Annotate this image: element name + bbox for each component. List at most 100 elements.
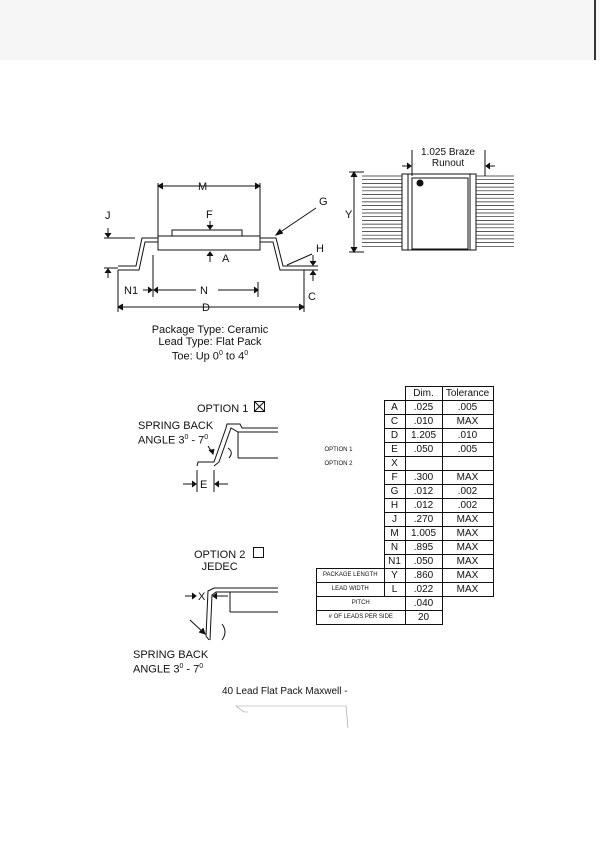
row-tolerance: MAX (441, 414, 494, 429)
row-tolerance: MAX (441, 526, 494, 541)
braze-runout-label-2: Runout (432, 158, 464, 169)
row-tolerance (441, 456, 494, 471)
label-x: X (198, 591, 206, 603)
row-side-label: PACKAGE LENGTH (316, 568, 385, 583)
row-dim-value: .012 (404, 498, 443, 513)
row-tolerance: .002 (441, 484, 494, 499)
row-dim-value: .010 (404, 414, 443, 429)
row-letter: D (383, 428, 406, 443)
package-caption: Package Type: Ceramic Lead Type: Flat Pa… (140, 324, 280, 363)
row-side-label (317, 541, 385, 555)
label-j: J (105, 210, 111, 222)
option2-drawing: X (185, 587, 278, 641)
row-letter: X (383, 456, 406, 471)
row-tolerance: MAX (441, 582, 494, 597)
row-tolerance: MAX (441, 470, 494, 485)
lead-type: Lead Type: Flat Pack (158, 336, 262, 348)
row-letter: L (383, 582, 406, 597)
row-letter: M (383, 526, 406, 541)
row-dim-value (404, 456, 443, 471)
row-tolerance: MAX (441, 512, 494, 527)
label-e: E (200, 479, 207, 491)
row-letter: J (383, 512, 406, 527)
row-side-label (317, 499, 385, 513)
table-header-row: Dim. Tolerance (317, 386, 494, 401)
row-letter: N (383, 540, 406, 555)
label-n: N (200, 285, 208, 297)
row-side-label: LEAD WIDTH (316, 582, 385, 597)
table-row: OPTION 2 X (317, 456, 494, 471)
row-dim-value: 1.005 (404, 526, 443, 541)
scan-top-band (0, 0, 600, 60)
row-side-label (317, 513, 385, 527)
row-dim-value: .050 (404, 554, 443, 569)
row-tolerance: .002 (441, 498, 494, 513)
row-dim-value: .270 (404, 512, 443, 527)
row-side-label (317, 555, 385, 569)
footer-title: 40 Lead Flat Pack Maxwell - (222, 686, 348, 697)
table-row: G.012.002 (317, 484, 494, 499)
table-row: OPTION 1 E.050.005 (317, 442, 494, 457)
table-row: A.025.005 (317, 400, 494, 415)
row-side-label: OPTION 1 (324, 446, 353, 453)
checked-mark-icon (255, 402, 264, 411)
label-d: D (202, 302, 210, 314)
table-row: H.012.002 (317, 498, 494, 513)
row-letter: A (383, 400, 406, 415)
option2-title: OPTION 2 JEDEC (194, 549, 246, 573)
pitch-value: .040 (404, 596, 443, 611)
row-dim-value: .022 (404, 582, 443, 597)
row-dim-value: .300 (404, 470, 443, 485)
left-lead-array (362, 175, 402, 247)
label-f: F (206, 209, 213, 221)
option1-spring-back: SPRING BACK ANGLE 30 - 70 (138, 420, 214, 447)
row-tolerance: MAX (441, 540, 494, 555)
column-header-tolerance: Tolerance (441, 386, 494, 401)
option1-drawing: E (183, 423, 278, 492)
toe-angle: Toe: Up 00 to 40 (171, 350, 249, 363)
scan-edge-mark (594, 0, 596, 60)
row-letter: E (383, 442, 406, 457)
row-tolerance: MAX (441, 554, 494, 569)
label-c: C (308, 291, 316, 303)
row-letter: C (383, 414, 406, 429)
row-dim-value: .860 (404, 568, 443, 583)
row-dim-value: .012 (404, 484, 443, 499)
leads-per-side-value: 20 (404, 610, 443, 625)
row-letter: N1 (383, 554, 406, 569)
pitch-row: PITCH.040 (316, 596, 494, 611)
row-side-label (317, 527, 385, 541)
label-a: A (222, 253, 230, 265)
option1-checkbox[interactable] (254, 401, 265, 412)
row-tolerance: .005 (441, 400, 494, 415)
option2-checkbox[interactable] (253, 547, 264, 558)
pitch-label: PITCH (316, 596, 406, 611)
label-y: Y (345, 209, 353, 221)
row-side-label: OPTION 2 (324, 460, 353, 467)
top-view-drawing: 1.025 Braze Runout Y (345, 147, 514, 253)
leads-per-side-label: # OF LEADS PER SIDE (316, 610, 406, 625)
row-tolerance: .005 (441, 442, 494, 457)
row-side-label (317, 401, 385, 415)
option1-title: OPTION 1 (197, 403, 249, 415)
option2-spring-back: SPRING BACK ANGLE 30 - 70 (133, 649, 209, 676)
row-letter: Y (383, 568, 406, 583)
label-m: M (198, 181, 207, 193)
braze-runout-label: 1.025 Braze (421, 147, 475, 158)
row-dim-value: .050 (404, 442, 443, 457)
row-tolerance: .010 (441, 428, 494, 443)
label-n1: N1 (124, 285, 138, 297)
row-letter: G (383, 484, 406, 499)
row-dim-value: 1.205 (404, 428, 443, 443)
side-view-drawing: M J F G H A C N1 N D (104, 181, 328, 314)
row-side-label (317, 415, 385, 429)
row-side-label (317, 485, 385, 499)
